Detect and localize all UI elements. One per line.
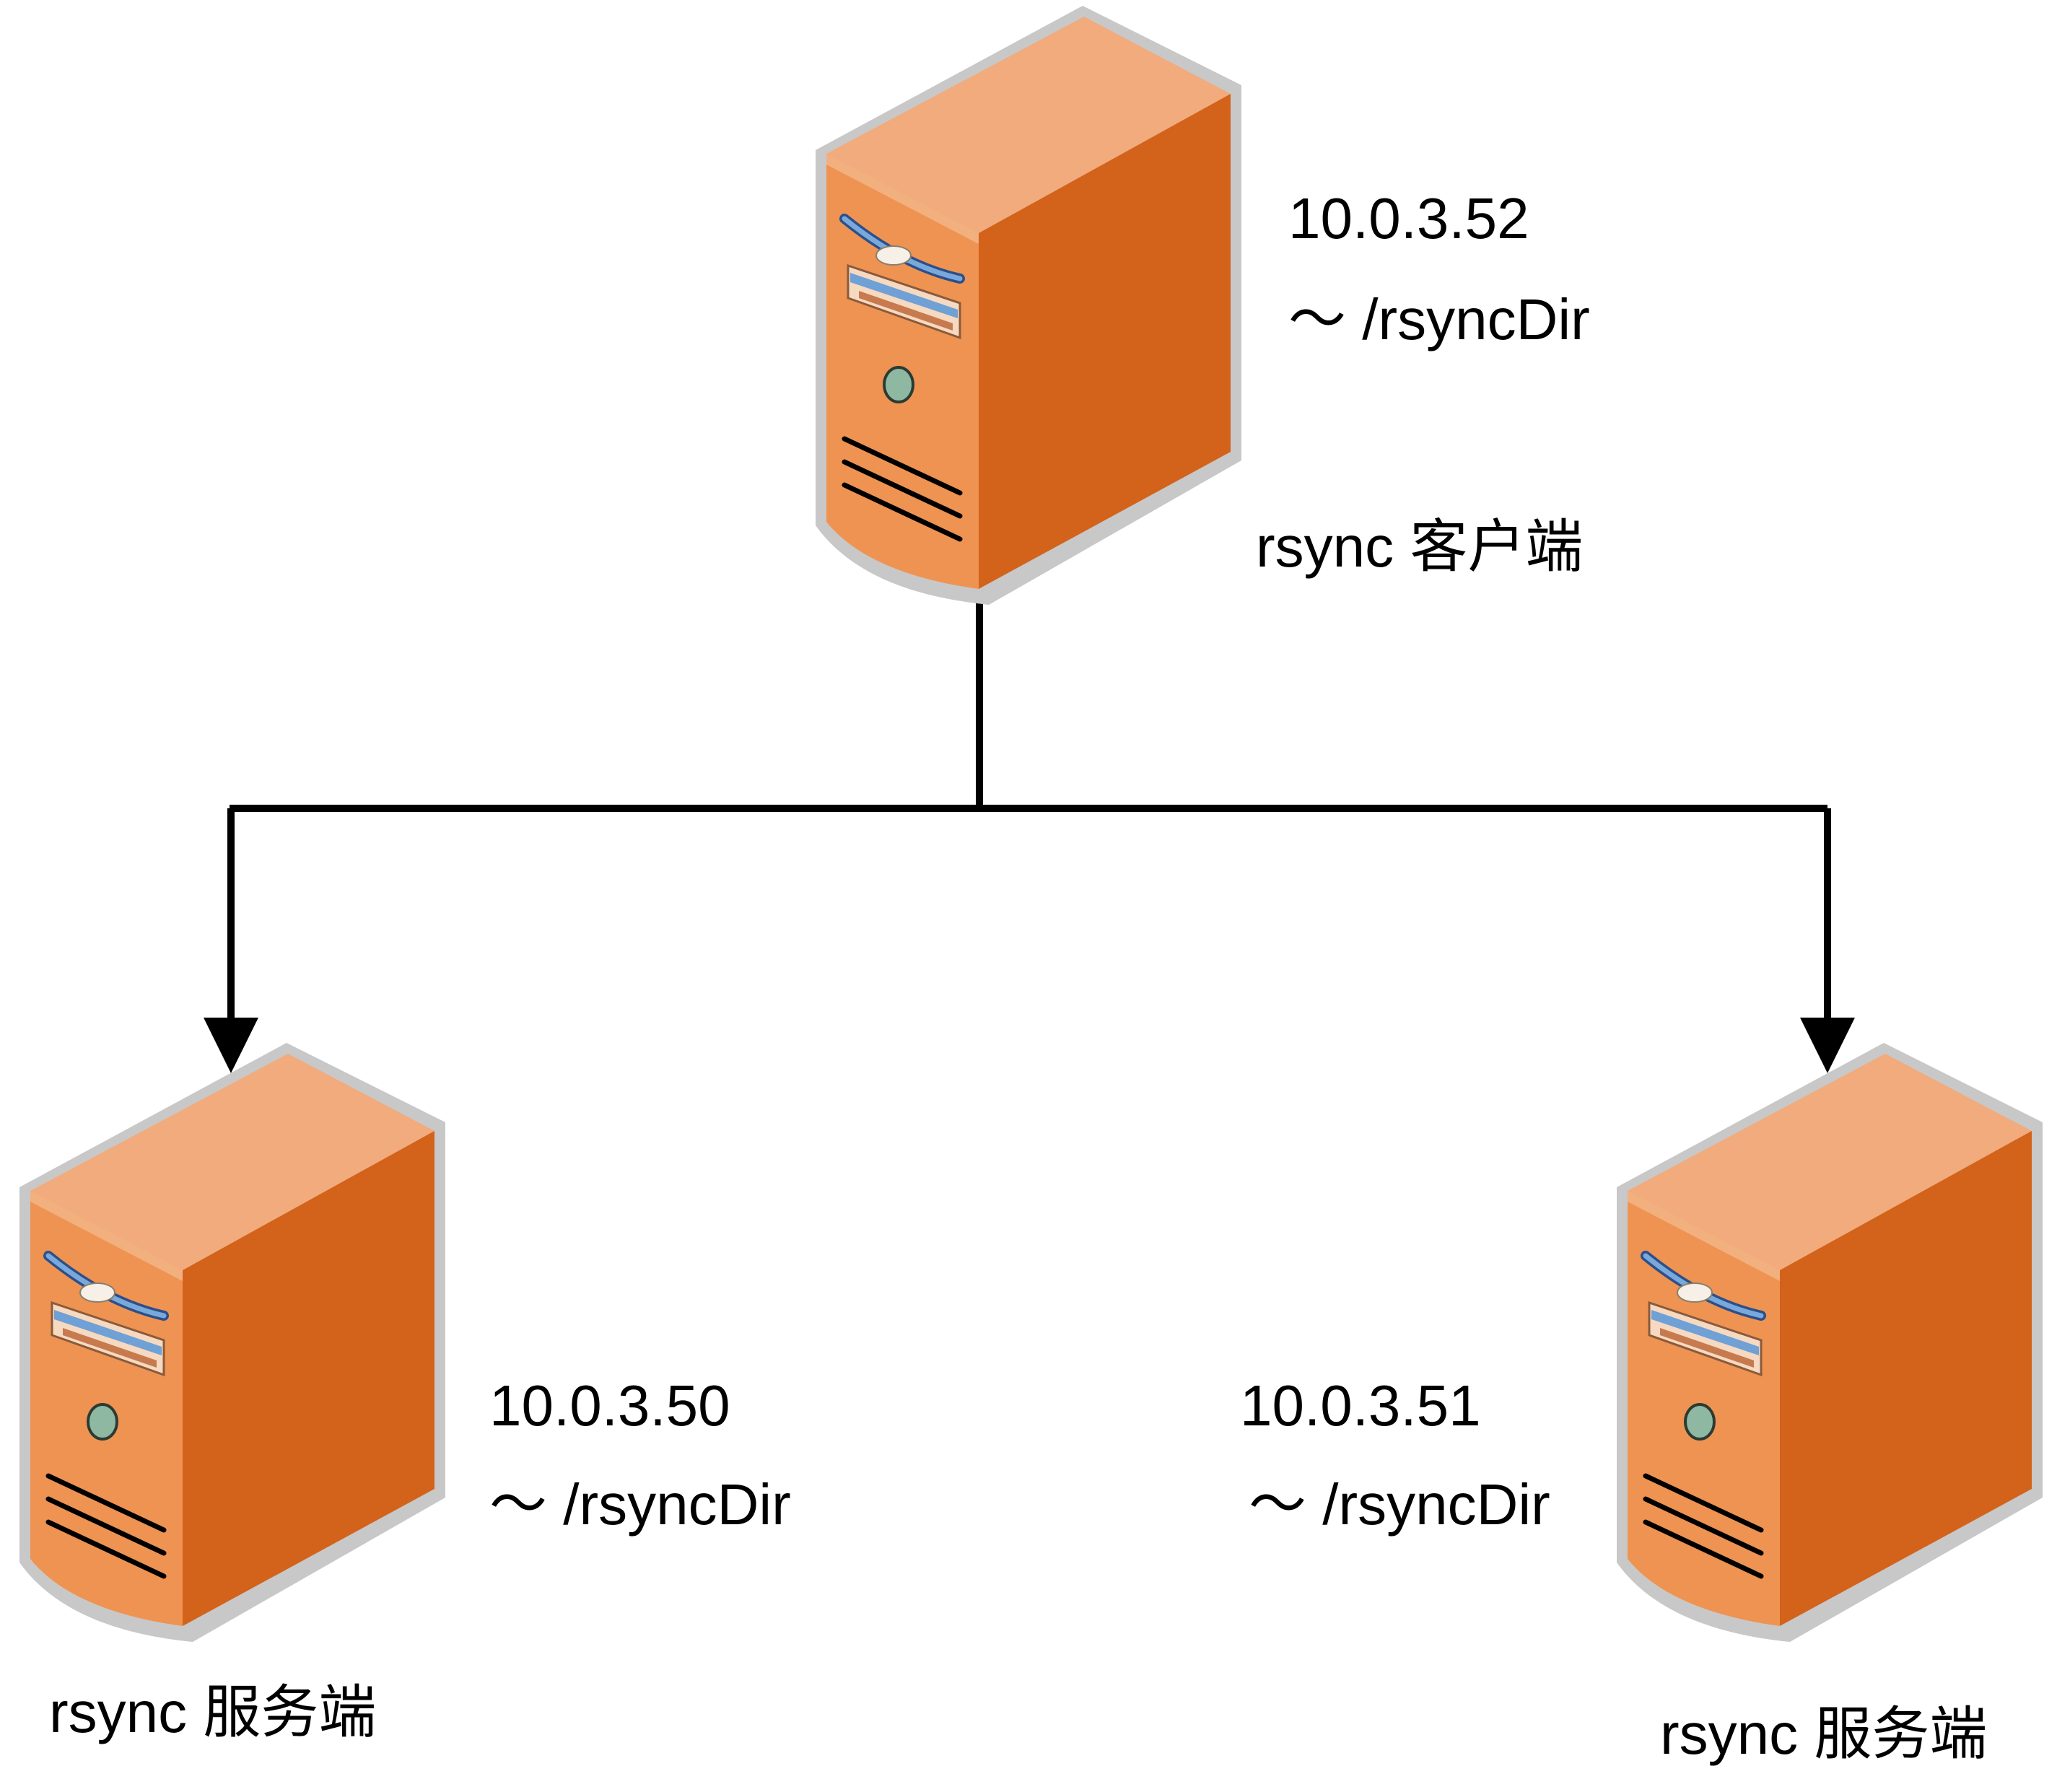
client-role: rsync 客户端 [1256, 515, 1583, 579]
arrow-head-left [204, 1018, 258, 1073]
server-2-dir: ～ /rsyncDir [1249, 1472, 1550, 1537]
client-node: 10.0.3.52 ～ /rsyncDir rsync 客户端 [816, 6, 1590, 605]
server-icon [816, 6, 1241, 605]
server-node-1: 10.0.3.50 ～ /rsyncDir rsync 服务端 [19, 1043, 791, 1744]
server-icon [19, 1043, 445, 1642]
server-2-ip: 10.0.3.51 [1240, 1373, 1481, 1438]
client-ip: 10.0.3.52 [1288, 186, 1529, 250]
server-1-ip: 10.0.3.50 [489, 1373, 730, 1438]
server-1-dir: ～ /rsyncDir [489, 1472, 791, 1537]
connector-lines [204, 581, 1855, 1073]
server-2-role: rsync 服务端 [1660, 1702, 1987, 1766]
server-node-2: 10.0.3.51 ～ /rsyncDir rsync 服务端 [1240, 1043, 2043, 1766]
server-1-role: rsync 服务端 [49, 1680, 376, 1744]
server-icon [1617, 1043, 2043, 1642]
arrow-head-right [1800, 1018, 1855, 1073]
client-dir: ～ /rsyncDir [1288, 287, 1590, 351]
